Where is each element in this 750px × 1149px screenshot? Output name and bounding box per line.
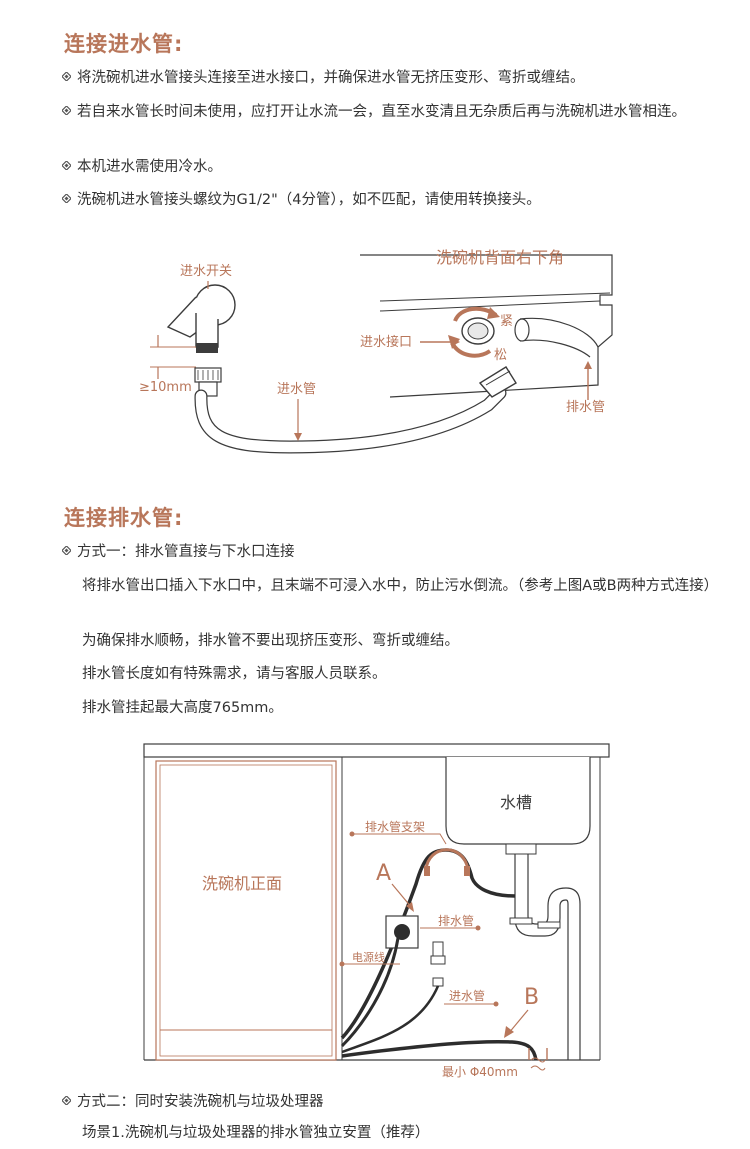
route-b-label: B — [524, 985, 539, 1010]
sink-label: 水槽 — [500, 793, 532, 812]
inlet-hose-label-dot — [493, 1001, 499, 1007]
hose-label: 进水管 — [277, 382, 316, 397]
drain-bracket-icon — [424, 848, 470, 876]
dishwasher-back-outline — [360, 254, 613, 398]
inlet-bullet-text-3: 本机进水需使用冷水。 — [77, 159, 222, 175]
drain-diagram: 洗碗机正面 水槽 排水管支架 A 电源线 排水管 — [143, 743, 610, 1079]
drain-outlet-icon — [514, 317, 599, 358]
drain-hose-label: 排水管 — [566, 400, 605, 415]
back-corner-label: 洗碗机背面右下角 — [436, 248, 564, 267]
gap-dimension-lines — [150, 346, 196, 368]
drain-hose-a — [340, 848, 516, 1040]
bracket-label-leader — [352, 833, 447, 845]
inlet-port-label: 进水接口 — [360, 334, 412, 350]
bracket-label: 排水管支架 — [365, 819, 425, 834]
inlet-label-arrowhead — [452, 338, 460, 346]
loose-label: 松 — [494, 348, 507, 363]
inlet-bullet-text-2: 若自来水管长时间未使用，应打开让水流一会，直至水变清且无杂质后再与洗碗机进水管相… — [77, 104, 686, 120]
floor-drain-icon — [528, 1048, 548, 1071]
hose-nut-icon — [478, 366, 517, 398]
inlet-bullet-text-1: 将洗碗机进水管接头连接至进水接口，并确保进水管无挤压变形、弯折或缠结。 — [77, 70, 585, 86]
min-diameter-label: 最小 Φ40mm — [442, 1065, 518, 1079]
diamond-bullet-icon — [62, 546, 71, 555]
inlet-bullet-1: 将洗碗机进水管接头连接至进水接口，并确保进水管无挤压变形、弯折或缠结。 — [62, 66, 722, 91]
drain-hose-label-2: 排水管 — [438, 913, 474, 928]
inlet-port-icon — [461, 317, 495, 345]
gap-label: ≥10mm — [139, 380, 192, 395]
scene1-text: 场景1.洗碗机与垃圾处理器的排水管独立安置（推荐） — [82, 1125, 430, 1141]
power-socket-icon — [385, 915, 419, 949]
drain-para-4: 排水管挂起最大高度765mm。 — [82, 700, 283, 716]
bracket-label-dot — [349, 831, 355, 837]
loosen-arrow-icon — [450, 341, 492, 358]
method2-bullet: 方式二：同时安装洗碗机与垃圾处理器 — [62, 1090, 722, 1115]
panel-edge-line — [379, 292, 611, 302]
tighten-arrowhead — [487, 307, 500, 319]
valve-label: 进水开关 — [180, 264, 232, 279]
power-label-dot — [339, 961, 345, 967]
diamond-bullet-icon — [62, 106, 71, 115]
power-cord — [340, 937, 400, 1048]
drain-hose-b — [341, 1039, 538, 1061]
hose-fitting-icon — [194, 367, 222, 397]
inlet-bullet-4: 洗碗机进水管接头螺纹为G1/2"（4分管），如不匹配，请使用转换接头。 — [62, 188, 722, 213]
tight-label: 紧 — [500, 314, 513, 329]
inlet-hose-2 — [341, 985, 440, 1054]
dishwasher-front — [155, 760, 337, 1061]
inlet-valve-icon — [430, 941, 446, 987]
route-a-arrowhead — [406, 902, 414, 912]
inlet-diagram: 洗碗机背面右下角 紧 松 进水接口 排水管 进水开关 ≥10mm — [139, 248, 613, 454]
front-label: 洗碗机正面 — [202, 874, 282, 893]
water-valve-icon — [166, 284, 236, 353]
route-b-arrowhead — [504, 1026, 514, 1038]
diamond-bullet-icon — [62, 72, 71, 81]
power-label: 电源线 — [352, 950, 385, 964]
inlet-section-title: 连接进水管: — [64, 32, 184, 56]
method1-bullet: 方式一：排水管直接与下水口连接 — [62, 540, 722, 565]
inlet-bullet-2: 若自来水管长时间未使用，应打开让水流一会，直至水变清且无杂质后再与洗碗机进水管相… — [62, 100, 722, 125]
panel-edge-line-2 — [379, 300, 601, 312]
sink-trap-icon — [505, 843, 581, 1060]
diamond-bullet-icon — [62, 194, 71, 203]
drain-para-2: 为确保排水顺畅，排水管不要出现挤压变形、弯折或缠结。 — [82, 633, 459, 649]
drain-para-3: 排水管长度如有特殊需求，请与客服人员联系。 — [82, 666, 387, 682]
inlet-bullet-text-4: 洗碗机进水管接头螺纹为G1/2"（4分管），如不匹配，请使用转换接头。 — [77, 192, 541, 208]
drain-para-1: 将排水管出口插入下水口中，且末端不可浸入水中，防止污水倒流。（参考上图A或B两种… — [82, 578, 719, 594]
inlet-hose-label-2: 进水管 — [449, 988, 485, 1003]
diamond-bullet-icon — [62, 1096, 71, 1105]
route-a-arrow — [391, 883, 413, 909]
drain-section-title: 连接排水管: — [64, 506, 184, 530]
route-b-arrow — [507, 1009, 529, 1035]
countertop — [143, 743, 610, 758]
method1-title: 方式一：排水管直接与下水口连接 — [77, 544, 295, 560]
route-a-label: A — [376, 861, 391, 886]
drain-hose-label-dot — [475, 925, 481, 931]
method2-title: 方式二：同时安装洗碗机与垃圾处理器 — [77, 1094, 324, 1110]
drain-label-arrowhead — [584, 361, 592, 369]
hose-label-arrowhead — [294, 433, 302, 441]
inlet-bullet-3: 本机进水需使用冷水。 — [62, 155, 722, 180]
diamond-bullet-icon — [62, 161, 71, 170]
